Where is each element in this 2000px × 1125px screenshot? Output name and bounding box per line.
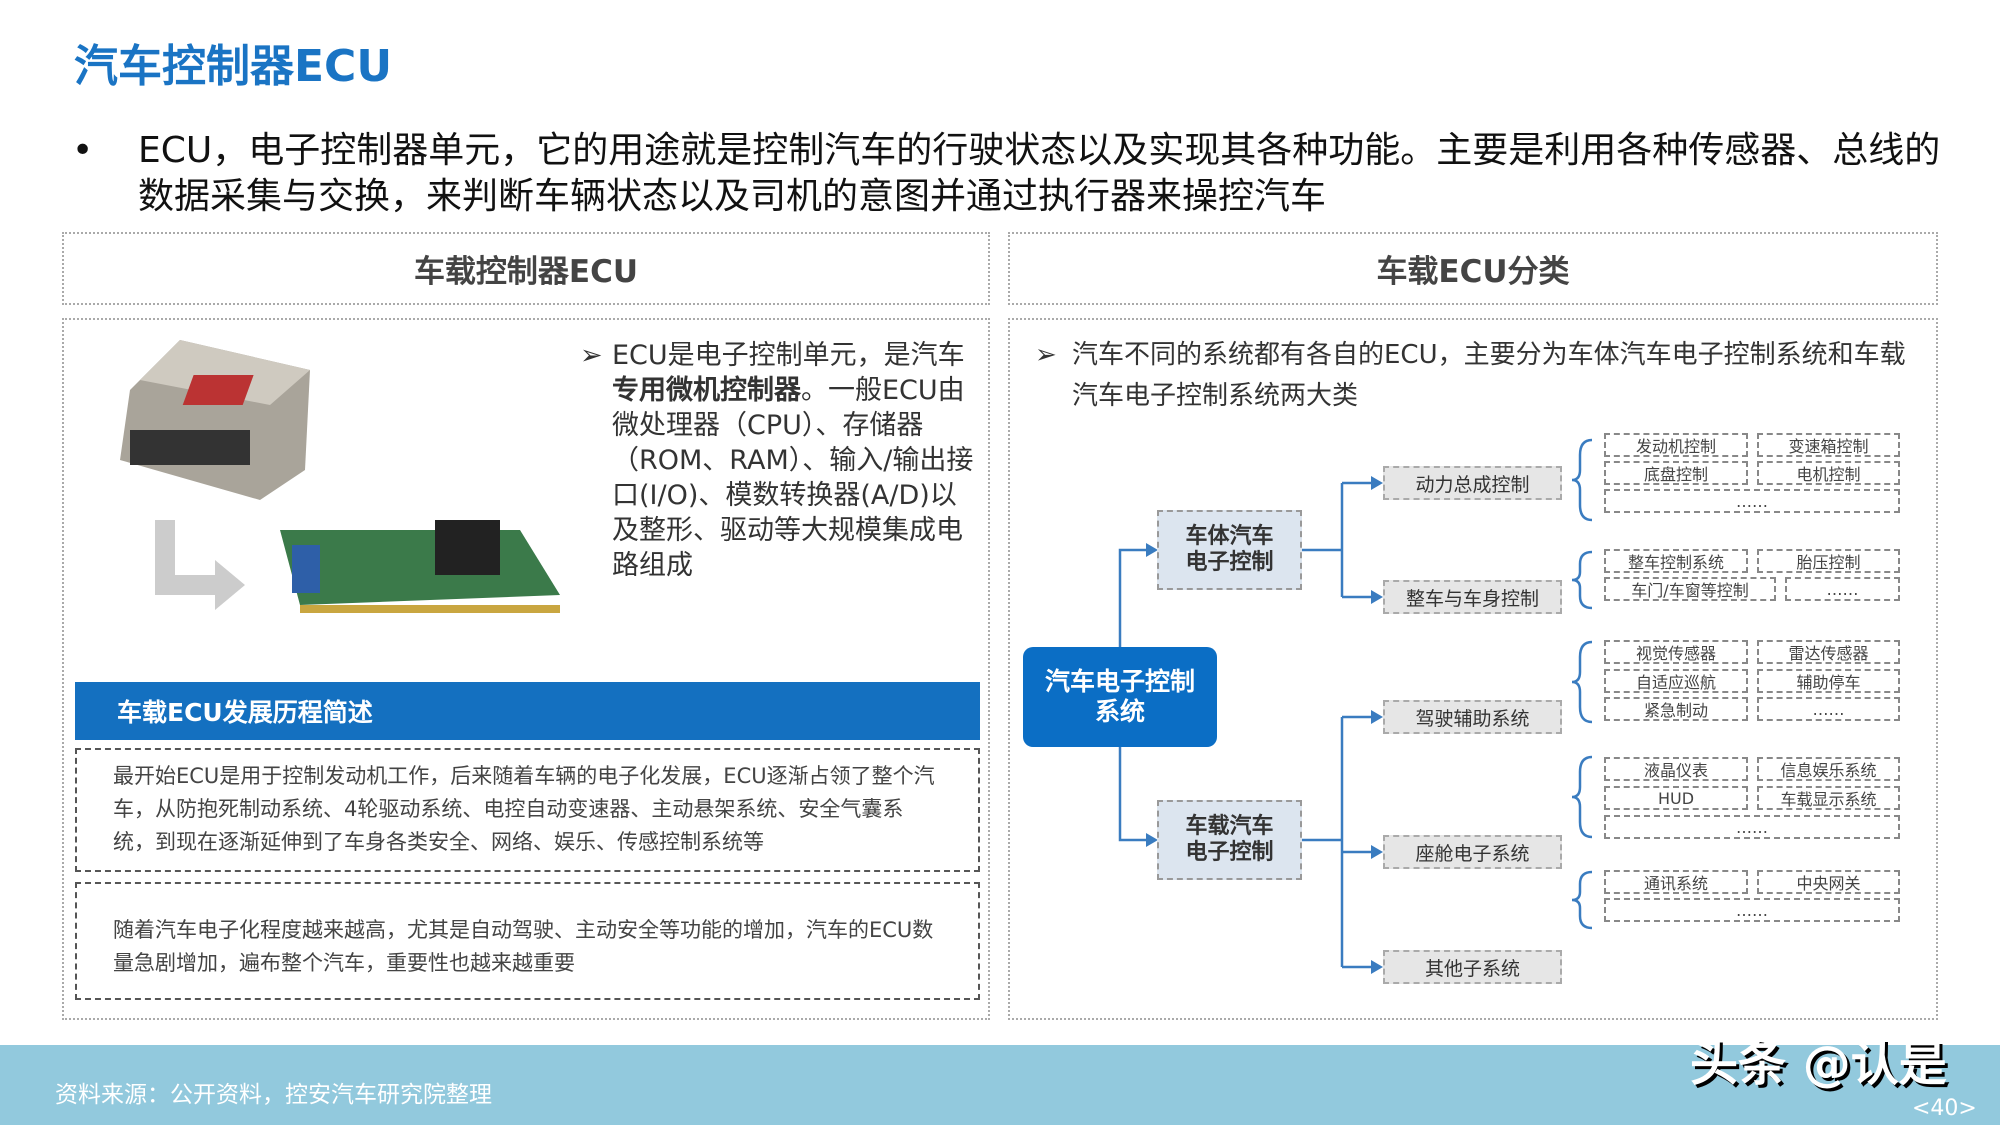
leaf-node: 发动机控制 [1604, 433, 1748, 457]
leaf-node: 辅助停车 [1757, 669, 1900, 693]
right-header: 车载ECU分类 [1008, 232, 1938, 305]
leaf-node: …… [1604, 815, 1900, 839]
arrow-icon [1371, 590, 1383, 604]
leaf-node: 整车控制系统 [1604, 549, 1748, 573]
leaf-node: 液晶仪表 [1604, 757, 1748, 781]
ecu-description: ➢ ECU是电子控制单元，是汽车专用微机控制器。一般ECU由微处理器（CPU）、… [580, 338, 982, 583]
source-note: 资料来源：公开资料，控安汽车研究院整理 [55, 1082, 492, 1108]
desc-text: 汽车不同的系统都有各自的ECU，主要分为车体汽车电子控制系统和车载汽车电子控制系… [1072, 340, 1906, 411]
right-panel [1008, 318, 1938, 1020]
leaf-node: 车载显示系统 [1757, 786, 1900, 810]
leaf-node: …… [1604, 898, 1900, 922]
leaf-node: 胎压控制 [1757, 549, 1900, 573]
left-panel [62, 318, 990, 1020]
ecu-module-image [120, 340, 310, 500]
desc-text: ECU是电子控制单元，是汽车 [612, 340, 965, 371]
leaf-node: …… [1757, 697, 1900, 721]
arrow-icon [1371, 710, 1383, 724]
footer-band [0, 1045, 2000, 1125]
leaf-node: 变速箱控制 [1757, 433, 1900, 457]
leaf-node: …… [1604, 489, 1900, 513]
page-title: 汽车控制器ECU [74, 41, 393, 92]
leaf-node: 电机控制 [1757, 461, 1900, 485]
leaf-node: 雷达传感器 [1757, 640, 1900, 664]
leaf-node: 自适应巡航 [1604, 669, 1748, 693]
mid-node-body: 车体汽车电子控制 [1157, 510, 1302, 590]
intro-bullet: • ECU，电子控制器单元，它的用途就是控制汽车的行驶状态以及实现其各种功能。主… [72, 128, 1972, 220]
mid-node-onboard: 车载汽车电子控制 [1157, 800, 1302, 880]
intro-text: ECU，电子控制器单元，它的用途就是控制汽车的行驶状态以及实现其各种功能。主要是… [138, 130, 1941, 217]
history-box-2: 随着汽车电子化程度越来越高，尤其是自动驾驶、主动安全等功能的增加，汽车的ECU数… [75, 882, 980, 1000]
circuit-board-image [280, 520, 560, 613]
arrow-icon [1146, 543, 1158, 557]
leaf-node: 通讯系统 [1604, 870, 1748, 894]
arrow-icon [1371, 960, 1383, 974]
group-node: 动力总成控制 [1383, 466, 1562, 500]
desc-marker: ➢ [1035, 340, 1057, 370]
desc-bold: 专用微机控制器 [612, 375, 801, 406]
ecu-images [120, 340, 560, 613]
leaf-node: …… [1785, 577, 1900, 601]
leaf-node: 紧急制动 [1604, 697, 1748, 721]
arrow-icon [1371, 845, 1383, 859]
group-node: 其他子系统 [1383, 950, 1562, 984]
desc-text-2: 。一般ECU由微处理器（CPU）、存储器（ROM、RAM）、输入/输出接口(I/… [612, 375, 974, 581]
group-node: 驾驶辅助系统 [1383, 700, 1562, 734]
leaf-node: 车门/车窗等控制 [1604, 577, 1776, 601]
leaf-node: 底盘控制 [1604, 461, 1748, 485]
arrow-icon [155, 520, 245, 610]
root-node: 汽车电子控制系统 [1023, 647, 1217, 747]
leaf-node: 视觉传感器 [1604, 640, 1748, 664]
history-banner: 车载ECU发展历程简述 [75, 682, 980, 740]
group-node: 座舱电子系统 [1383, 835, 1562, 869]
page-number: <40> [1912, 1096, 1977, 1121]
leaf-node: 信息娱乐系统 [1757, 757, 1900, 781]
leaf-node: 中央网关 [1757, 870, 1900, 894]
arrow-icon [1371, 476, 1383, 490]
history-box-1: 最开始ECU是用于控制发动机工作，后来随着车辆的电子化发展，ECU逐渐占领了整个… [75, 748, 980, 872]
left-header: 车载控制器ECU [62, 232, 990, 305]
watermark: 头条 @认是 [1690, 1036, 1947, 1092]
bullet-marker: • [72, 130, 94, 171]
arrow-icon [1146, 833, 1158, 847]
leaf-node: HUD [1604, 786, 1748, 810]
group-node: 整车与车身控制 [1383, 580, 1562, 614]
classification-description: ➢ 汽车不同的系统都有各自的ECU，主要分为车体汽车电子控制系统和车载汽车电子控… [1035, 335, 1915, 417]
desc-marker: ➢ [580, 340, 603, 371]
